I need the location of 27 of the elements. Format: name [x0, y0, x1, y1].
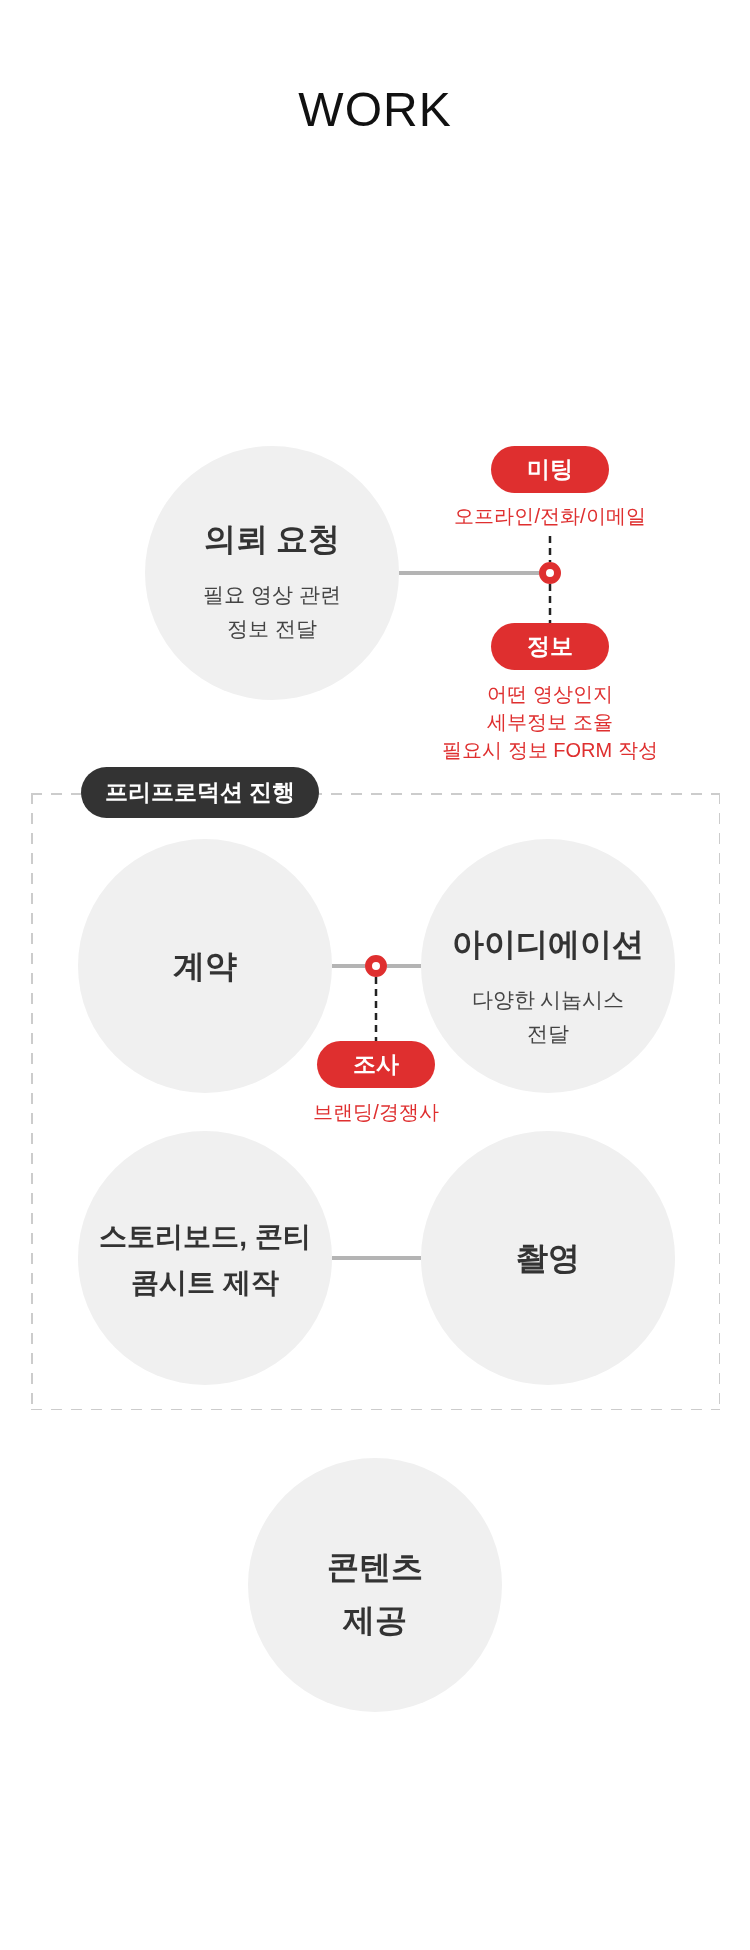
step-description: 필요 영상 관련 정보 전달	[202, 581, 342, 642]
tag-caption: 필요시 정보 FORM 작성	[442, 738, 658, 763]
group-label: 프리프로덕션 진행	[81, 767, 320, 818]
tag-caption: 오프라인/전화/이메일	[454, 504, 646, 529]
connector-line	[548, 584, 552, 623]
step-title: 촬영	[516, 1238, 580, 1278]
connector-line	[332, 1256, 421, 1260]
junction-dot	[365, 955, 387, 977]
step-description: 다양한 시놉시스 전달	[470, 986, 626, 1047]
connector-line	[387, 964, 421, 968]
connector-line	[332, 964, 365, 968]
connector-line	[399, 571, 539, 575]
step-title: 스토리보드, 콘티 콤시트 제작	[98, 1219, 312, 1300]
step-title: 콘텐츠 제공	[326, 1547, 424, 1640]
step-tag: 조사	[317, 1041, 435, 1088]
connector-line	[374, 977, 378, 1041]
step-tag: 미팅	[491, 446, 609, 493]
tag-caption: 세부정보 조율	[487, 710, 613, 735]
tag-caption: 브랜딩/경쟁사	[313, 1100, 439, 1125]
connector-line	[548, 536, 552, 562]
page-title: WORK	[298, 82, 452, 138]
step-title: 의뢰 요청	[203, 519, 341, 559]
junction-dot	[539, 562, 561, 584]
step-title: 아이디에이션	[452, 924, 644, 964]
step-title: 계약	[173, 946, 237, 986]
step-tag: 정보	[491, 623, 609, 670]
tag-caption: 어떤 영상인지	[487, 682, 613, 707]
